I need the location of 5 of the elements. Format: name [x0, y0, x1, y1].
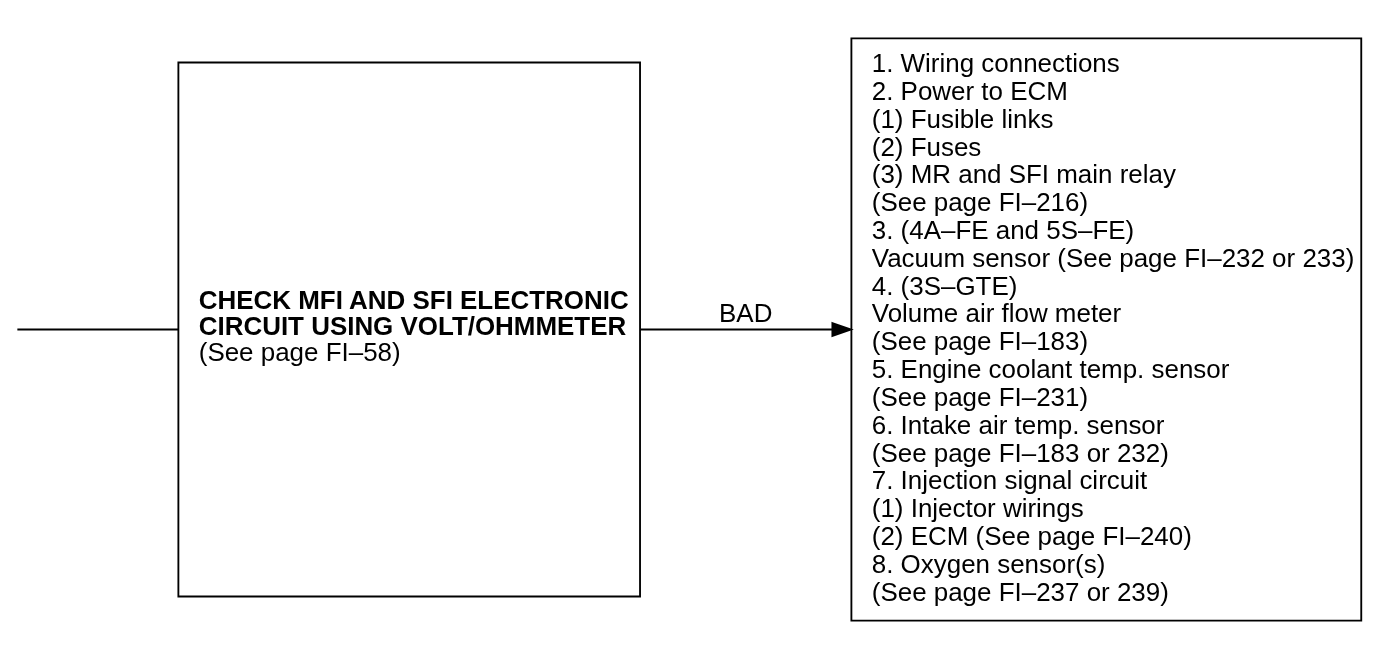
node-box: CHECK MFI AND SFI ELECTRONIC CIRCUIT USING VOLT/OHMMETER (See page FI–58): [177, 61, 641, 598]
node-box: 1. Wiring connections 2. Power to ECM (1) Fusible links (2) Fuses (3) MR and SFI main relay (See page FI–216) 3. (4A–FE and 5S–FE) Vacuum sensor (See page FI–232 or 233) 4. (3S–GTE) Volume air flow meter (See page FI–183) 5. Engine coolant temp. sensor (See page FI–231) 6. Intake air temp. sensor (See page FI–183 or 232) 7. Injection signal circuit (1) Injector wirings (2) ECM (See page FI–240) 8. Oxygen sensor(s) (See page FI–237 or 239): [850, 37, 1363, 622]
arrow: [639, 321, 854, 338]
edge-label: BAD: [719, 299, 773, 328]
connector: [16, 328, 180, 331]
